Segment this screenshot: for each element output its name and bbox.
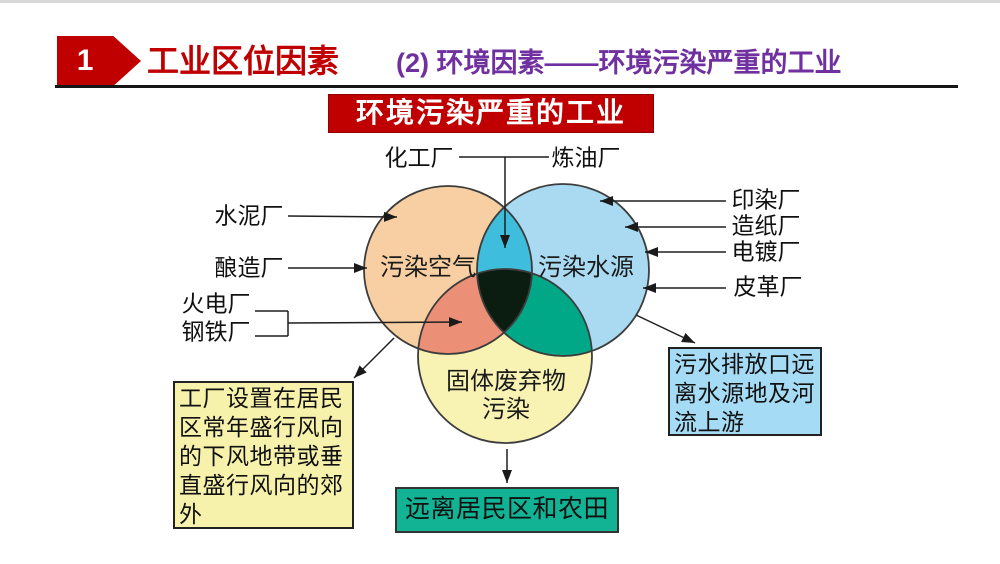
arrow-thermal-steel: [287, 317, 463, 328]
solid-waste-note-box: 远离居民区和农田: [395, 487, 619, 533]
solid-circle-label-line2: 污染: [482, 397, 530, 423]
window-top-edge: [0, 0, 1000, 3]
air-circle-label: 污染空气: [380, 255, 476, 281]
page-subtitle: (2) 环境因素——环境污染严重的工业: [396, 48, 842, 78]
factory-label-leather: 皮革厂: [733, 274, 803, 300]
air-pollution-note-box: 工厂设置在居民区常年盛行风向的下风地带或垂直盛行风向的郊外: [173, 381, 354, 529]
water-pollution-note-box: 污水排放口远离水源地及河流上游: [668, 347, 822, 436]
factory-label-dyeing: 印染厂: [731, 187, 801, 213]
factory-label-electroplating: 电镀厂: [731, 239, 801, 265]
arrow-to-water-note: [635, 314, 696, 344]
header-divider: [55, 85, 958, 88]
section-number: 1: [76, 44, 94, 77]
factory-label-paper: 造纸厂: [731, 213, 801, 239]
factory-label-steel: 钢铁厂: [181, 319, 251, 345]
solid-circle-label-line1: 固体废弃物: [446, 369, 566, 395]
factory-label-cement: 水泥厂: [214, 203, 284, 229]
topic-banner-text: 环境污染严重的工业: [355, 97, 626, 128]
water-circle-label: 污染水源: [538, 255, 634, 281]
factory-label-brewery: 酿造厂: [214, 255, 284, 281]
factory-label-thermal-power: 火电厂: [181, 291, 251, 317]
bracket-thermal-steel: [255, 310, 289, 337]
factory-label-refinery: 炼油厂: [551, 145, 621, 171]
arrow-to-air-note: [353, 337, 395, 379]
arrow-cement: [287, 211, 398, 222]
topic-banner: 环境污染严重的工业: [328, 94, 654, 133]
factory-label-chemical: 化工厂: [384, 145, 454, 171]
page-title: 工业区位因素: [147, 43, 340, 79]
